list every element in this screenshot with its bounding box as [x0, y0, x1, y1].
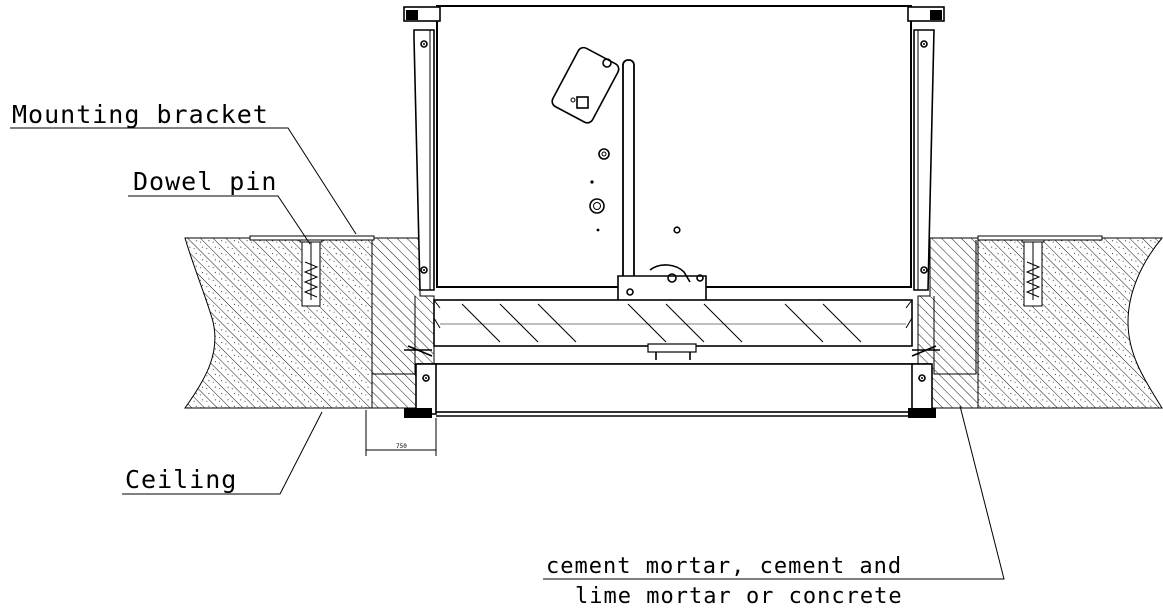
mounting-bracket-right	[977, 235, 1103, 241]
leader-lines	[10, 127, 1005, 580]
dimension-value: 750	[396, 443, 407, 450]
label-mortar-line2: lime mortar or concrete	[575, 584, 903, 609]
label-dowel-pin: Dowel pin	[133, 167, 277, 196]
dowel-pin-right	[1021, 235, 1045, 307]
dowel-pin-left	[299, 235, 323, 307]
label-ceiling: Ceiling	[125, 465, 237, 494]
ceiling-slab-left	[184, 237, 373, 409]
damper-housing	[403, 5, 945, 291]
lower-frame	[404, 345, 940, 418]
ceiling-slab-right	[977, 237, 1163, 409]
dimension-line: 750	[365, 410, 437, 456]
label-mounting-bracket: Mounting bracket	[12, 100, 269, 129]
mounting-bracket-left	[249, 235, 375, 241]
damper-blade	[433, 299, 913, 365]
label-mortar-line1: cement mortar, cement and	[546, 554, 902, 579]
release-lever-mechanism	[551, 46, 707, 303]
